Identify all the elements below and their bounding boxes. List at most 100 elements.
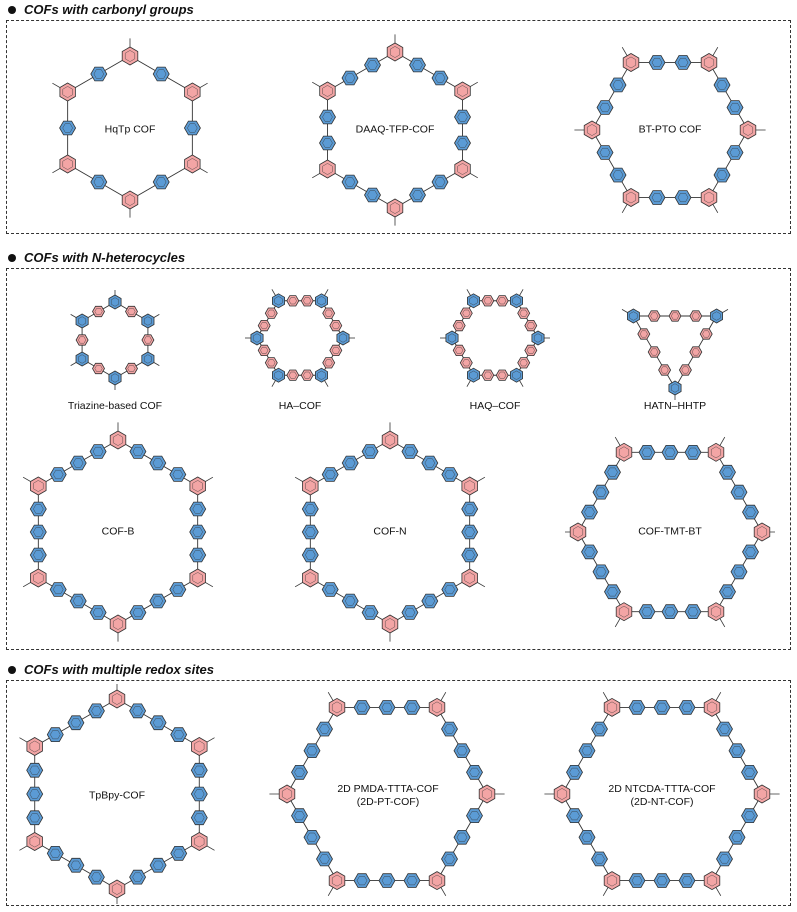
aromatic-ring-icon xyxy=(716,851,733,867)
aromatic-ring-icon xyxy=(381,614,399,634)
aromatic-ring-icon xyxy=(329,344,343,356)
aromatic-ring-icon xyxy=(466,293,480,309)
ring-inner-bond-icon xyxy=(457,138,468,148)
framework-bond xyxy=(516,337,539,376)
ring-inner-bond-icon xyxy=(469,296,478,306)
ring-inner-bond-icon xyxy=(274,296,283,306)
aromatic-ring-icon xyxy=(466,765,483,780)
aromatic-ring-icon xyxy=(149,455,167,471)
aromatic-ring-icon xyxy=(361,444,379,459)
framework-bond xyxy=(451,300,474,339)
ring-inner-bond-icon xyxy=(53,584,64,595)
aromatic-ring-icon xyxy=(381,430,399,450)
ring-inner-bond-icon xyxy=(62,158,73,170)
ring-inner-bond-icon xyxy=(324,359,333,367)
aromatic-ring-icon xyxy=(454,81,471,101)
ring-inner-bond-icon xyxy=(731,746,743,756)
ring-inner-bond-icon xyxy=(29,765,40,775)
aromatic-ring-icon xyxy=(121,190,139,210)
ring-inner-bond-icon xyxy=(33,550,44,560)
ring-inner-bond-icon xyxy=(92,607,104,618)
ring-inner-bond-icon xyxy=(252,333,262,343)
aromatic-ring-icon xyxy=(191,737,208,756)
aromatic-ring-icon xyxy=(445,330,459,346)
aromatic-ring-icon xyxy=(742,504,759,520)
ring-inner-bond-icon xyxy=(29,789,40,799)
aromatic-ring-icon xyxy=(647,310,661,322)
ring-inner-bond-icon xyxy=(434,73,446,83)
aromatic-ring-icon xyxy=(341,593,359,609)
label-2d-pt-cof-line2: (2D-PT-COF) xyxy=(356,796,420,808)
aromatic-ring-icon xyxy=(648,190,666,205)
aromatic-ring-icon xyxy=(668,310,682,322)
section-title-text: COFs with N-heterocycles xyxy=(24,250,186,265)
ring-inner-bond-icon xyxy=(331,346,340,354)
ring-inner-bond-icon xyxy=(331,701,343,714)
ring-inner-bond-icon xyxy=(712,311,721,321)
aromatic-ring-icon xyxy=(90,66,108,82)
aromatic-ring-icon xyxy=(481,295,495,307)
ring-inner-bond-icon xyxy=(651,58,663,67)
aromatic-ring-icon xyxy=(109,430,127,450)
aromatic-ring-icon xyxy=(353,873,371,888)
aromatic-ring-icon xyxy=(622,188,640,207)
aromatic-ring-icon xyxy=(461,524,479,540)
label-cof-b: COF-B xyxy=(101,525,135,538)
aromatic-ring-icon xyxy=(441,851,458,867)
ring-inner-bond-icon xyxy=(331,874,343,887)
aromatic-ring-icon xyxy=(26,810,44,826)
ring-inner-bond-icon xyxy=(512,370,521,380)
aromatic-ring-icon xyxy=(336,330,350,346)
aromatic-ring-icon xyxy=(170,845,188,861)
label-cof-tmt-bt: COF-TMT-BT xyxy=(638,525,702,538)
ring-inner-bond-icon xyxy=(519,359,528,367)
label-bt-pto-cof: BT-PTO COF xyxy=(638,123,702,136)
ring-inner-bond-icon xyxy=(404,447,416,456)
aromatic-ring-icon xyxy=(191,832,208,851)
aromatic-ring-icon xyxy=(452,344,466,356)
ring-inner-bond-icon xyxy=(526,322,535,329)
ring-inner-bond-icon xyxy=(111,297,119,307)
aromatic-ring-icon xyxy=(149,857,167,873)
aromatic-ring-icon xyxy=(578,829,596,845)
aromatic-ring-icon xyxy=(700,53,718,72)
aromatic-ring-icon xyxy=(341,455,359,471)
aromatic-ring-icon xyxy=(581,544,598,560)
aromatic-ring-icon xyxy=(59,154,76,174)
aromatic-ring-icon xyxy=(121,46,139,66)
aromatic-ring-icon xyxy=(431,70,449,86)
ring-inner-bond-icon xyxy=(344,458,356,468)
ring-inner-bond-icon xyxy=(305,480,316,492)
aromatic-ring-icon xyxy=(316,851,333,867)
aromatic-ring-icon xyxy=(428,871,446,891)
framework-bond xyxy=(321,337,344,376)
ring-inner-bond-icon xyxy=(444,724,455,734)
aromatic-ring-icon xyxy=(454,109,471,125)
framework-bond xyxy=(327,168,396,209)
aromatic-ring-icon xyxy=(481,369,495,381)
aromatic-ring-icon xyxy=(531,330,545,346)
ring-inner-bond-icon xyxy=(111,693,123,705)
aromatic-ring-icon xyxy=(707,602,725,622)
ring-inner-bond-icon xyxy=(587,124,597,136)
aromatic-ring-icon xyxy=(87,869,105,885)
ring-inner-bond-icon xyxy=(639,330,648,338)
aromatic-ring-icon xyxy=(322,357,336,369)
aromatic-ring-icon xyxy=(713,167,731,183)
section-box-n-heterocycles xyxy=(6,268,791,650)
aromatic-ring-icon xyxy=(401,444,419,459)
ring-inner-bond-icon xyxy=(702,330,711,338)
ring-inner-bond-icon xyxy=(322,85,333,97)
aromatic-ring-icon xyxy=(466,808,483,824)
ring-inner-bond-icon xyxy=(745,507,756,517)
ring-inner-bond-icon xyxy=(194,835,205,848)
molecule-hatn-hhtp xyxy=(621,308,729,400)
aromatic-ring-icon xyxy=(753,522,771,542)
ring-inner-bond-icon xyxy=(584,507,595,517)
ring-inner-bond-icon xyxy=(93,177,105,187)
ring-inner-bond-icon xyxy=(94,365,103,372)
ring-inner-bond-icon xyxy=(344,596,356,606)
aromatic-ring-icon xyxy=(742,544,759,560)
ring-inner-bond-icon xyxy=(288,297,297,305)
ring-inner-bond-icon xyxy=(569,811,580,821)
